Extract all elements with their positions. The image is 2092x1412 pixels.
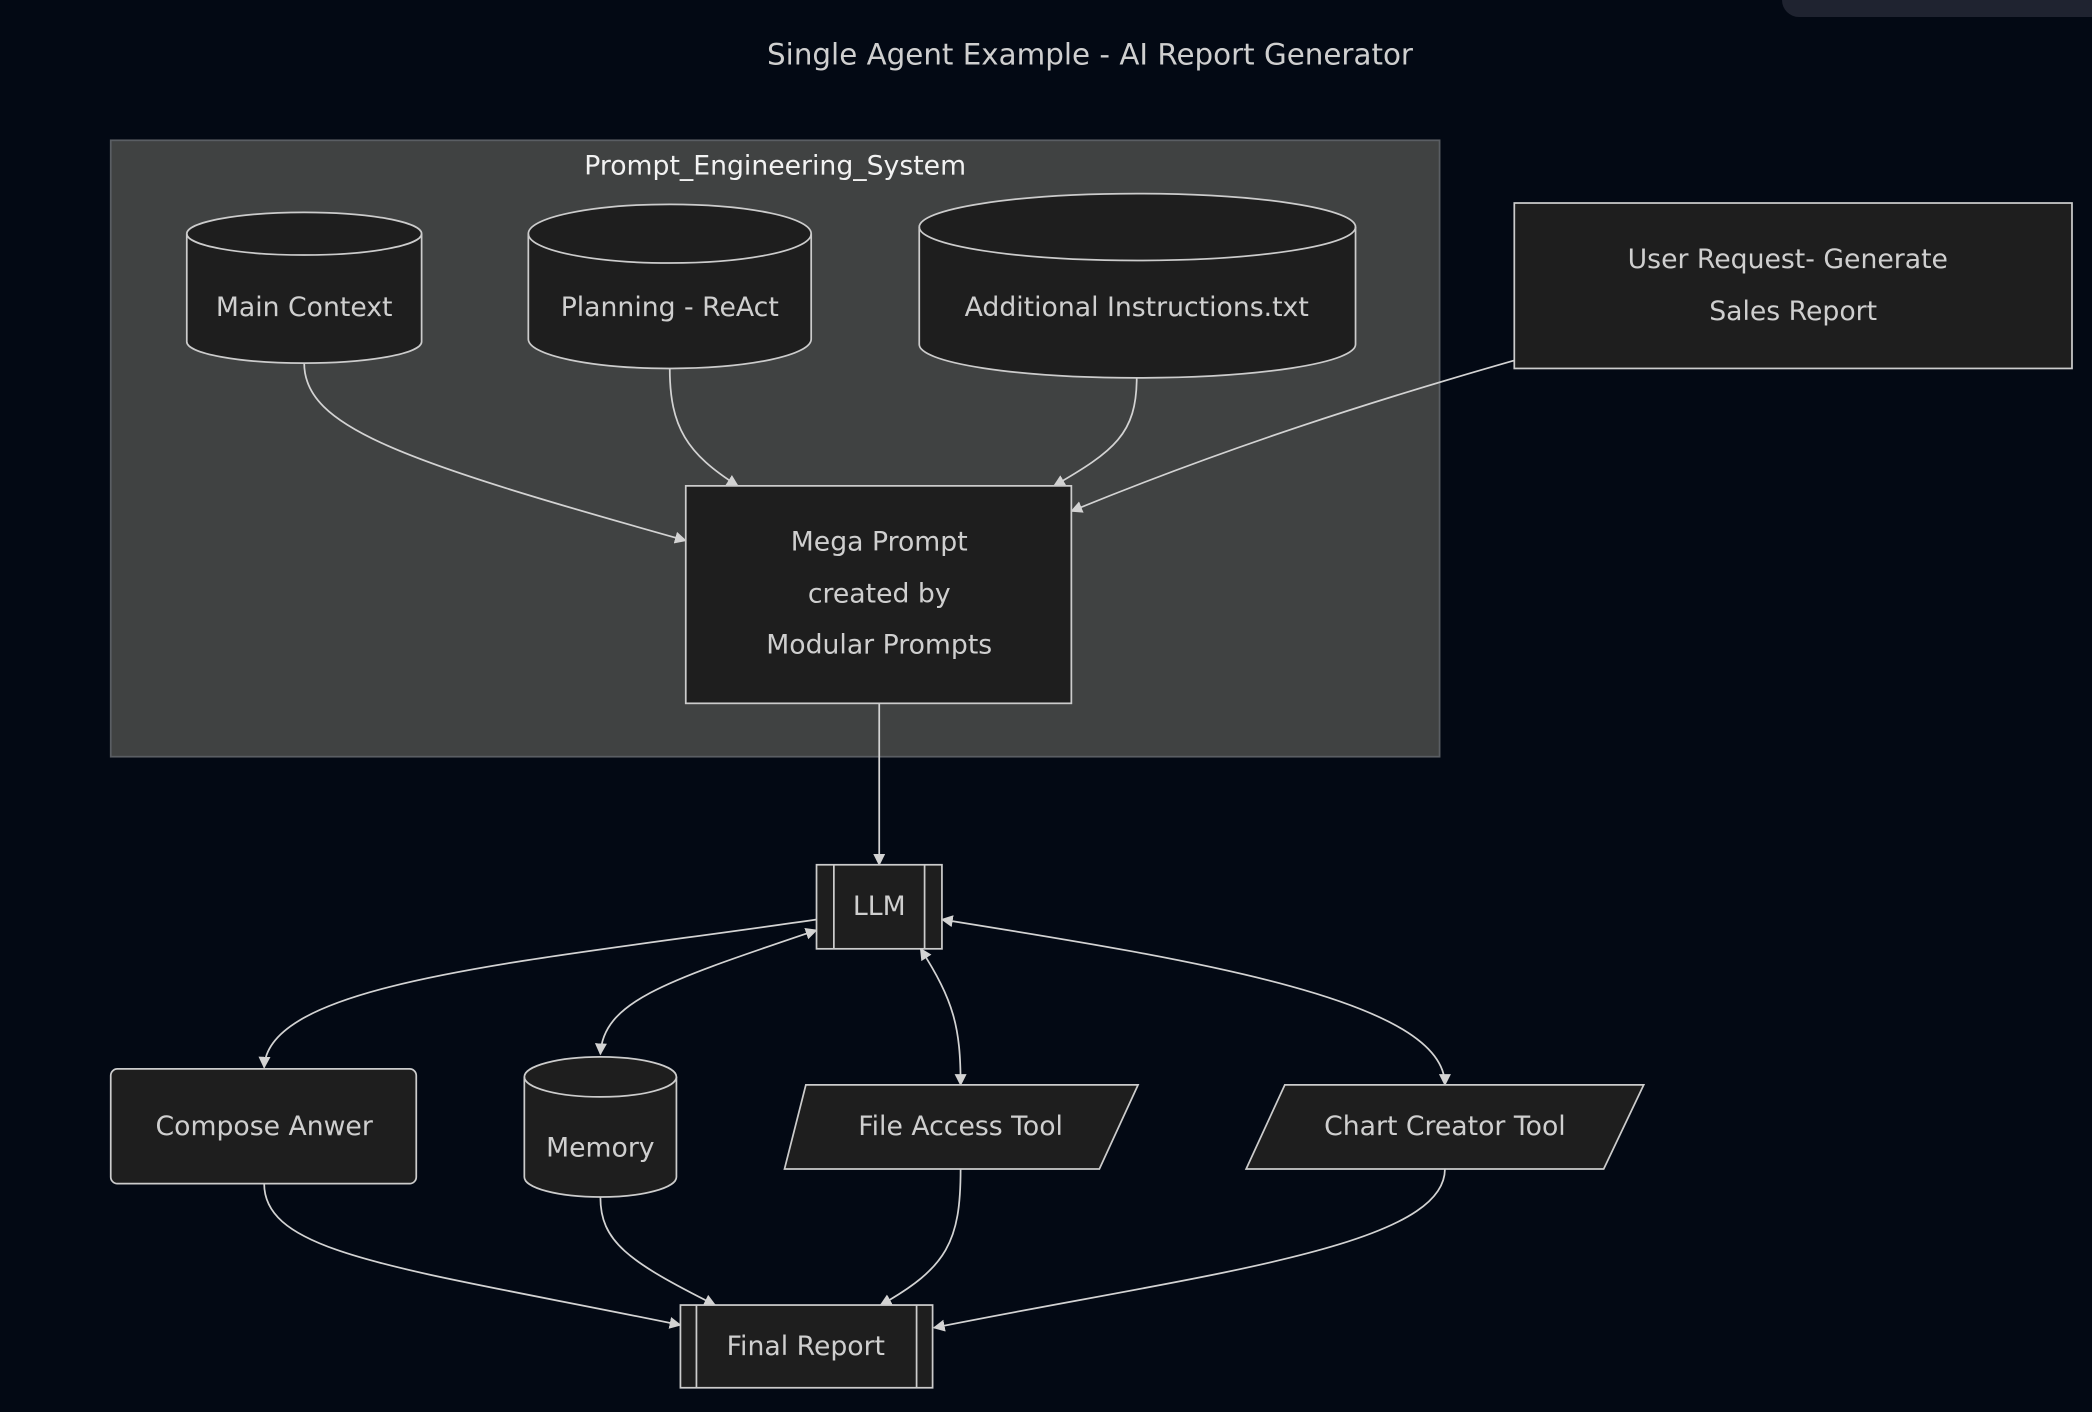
diagram-title: Single Agent Example - AI Report Generat… (767, 38, 1414, 72)
cluster-title: Prompt_Engineering_System (584, 150, 966, 181)
edge-main-context-to-mega-prompt (303, 363, 687, 544)
edge-chart-creator-to-final-report (932, 1168, 1446, 1332)
node-planning-react[interactable]: Planning - ReAct (527, 203, 813, 370)
node-label: Chart Creator Tool (1324, 1111, 1566, 1142)
edge-llm-to-compose-answer (258, 918, 817, 1069)
edges (258, 359, 1515, 1332)
node-label: Memory (546, 1132, 654, 1163)
database-cylinder-icon (918, 192, 1357, 379)
node-label: Planning - ReAct (561, 292, 779, 323)
edge-file-access-to-final-report (879, 1168, 962, 1306)
node-label: File Access Tool (858, 1111, 1063, 1142)
node-label-line-2: created by (808, 579, 951, 610)
edge-llm-memory (594, 927, 818, 1056)
node-user-request[interactable]: User Request- Generate Sales Report (1513, 202, 2073, 370)
top-panel-edge (1782, 0, 2092, 17)
node-label-line-3: Modular Prompts (766, 629, 992, 660)
node-main-context[interactable]: Main Context (185, 211, 423, 364)
node-memory[interactable]: Memory (523, 1056, 678, 1198)
edge-memory-to-final-report (599, 1196, 717, 1306)
edge-user-request-to-mega-prompt (1070, 359, 1515, 513)
node-chart-creator-tool[interactable]: Chart Creator Tool (1244, 1084, 1646, 1170)
node-label: LLM (853, 891, 906, 922)
node-label: Compose Anwer (156, 1111, 373, 1142)
node-final-report[interactable]: Final Report (679, 1304, 934, 1389)
edge-llm-file-access-tool (919, 947, 967, 1087)
node-label: Final Report (727, 1331, 885, 1362)
edge-instructions-to-mega-prompt (1052, 377, 1138, 487)
node-mega-prompt[interactable]: Mega Prompt created by Modular Prompts (684, 484, 1073, 705)
edge-llm-chart-creator-tool (940, 915, 1451, 1087)
node-label-line-1: Mega Prompt (791, 527, 968, 558)
node-compose-answer[interactable]: Compose Anwer (109, 1068, 418, 1185)
node-file-access-tool[interactable]: File Access Tool (783, 1084, 1140, 1170)
node-label-line-2: Sales Report (1709, 296, 1877, 327)
database-cylinder-icon (527, 203, 813, 370)
node-llm[interactable]: LLM (815, 863, 943, 950)
database-cylinder-icon (523, 1056, 678, 1198)
node-additional-instructions[interactable]: Additional Instructions.txt (918, 192, 1357, 379)
database-cylinder-icon (185, 211, 423, 364)
node-label: Main Context (216, 292, 393, 323)
node-label-line-1: User Request- Generate (1628, 244, 1948, 275)
edge-compose-answer-to-final-report (263, 1183, 682, 1329)
node-label: Additional Instructions.txt (965, 292, 1309, 323)
edge-planning-to-mega-prompt (668, 368, 739, 487)
